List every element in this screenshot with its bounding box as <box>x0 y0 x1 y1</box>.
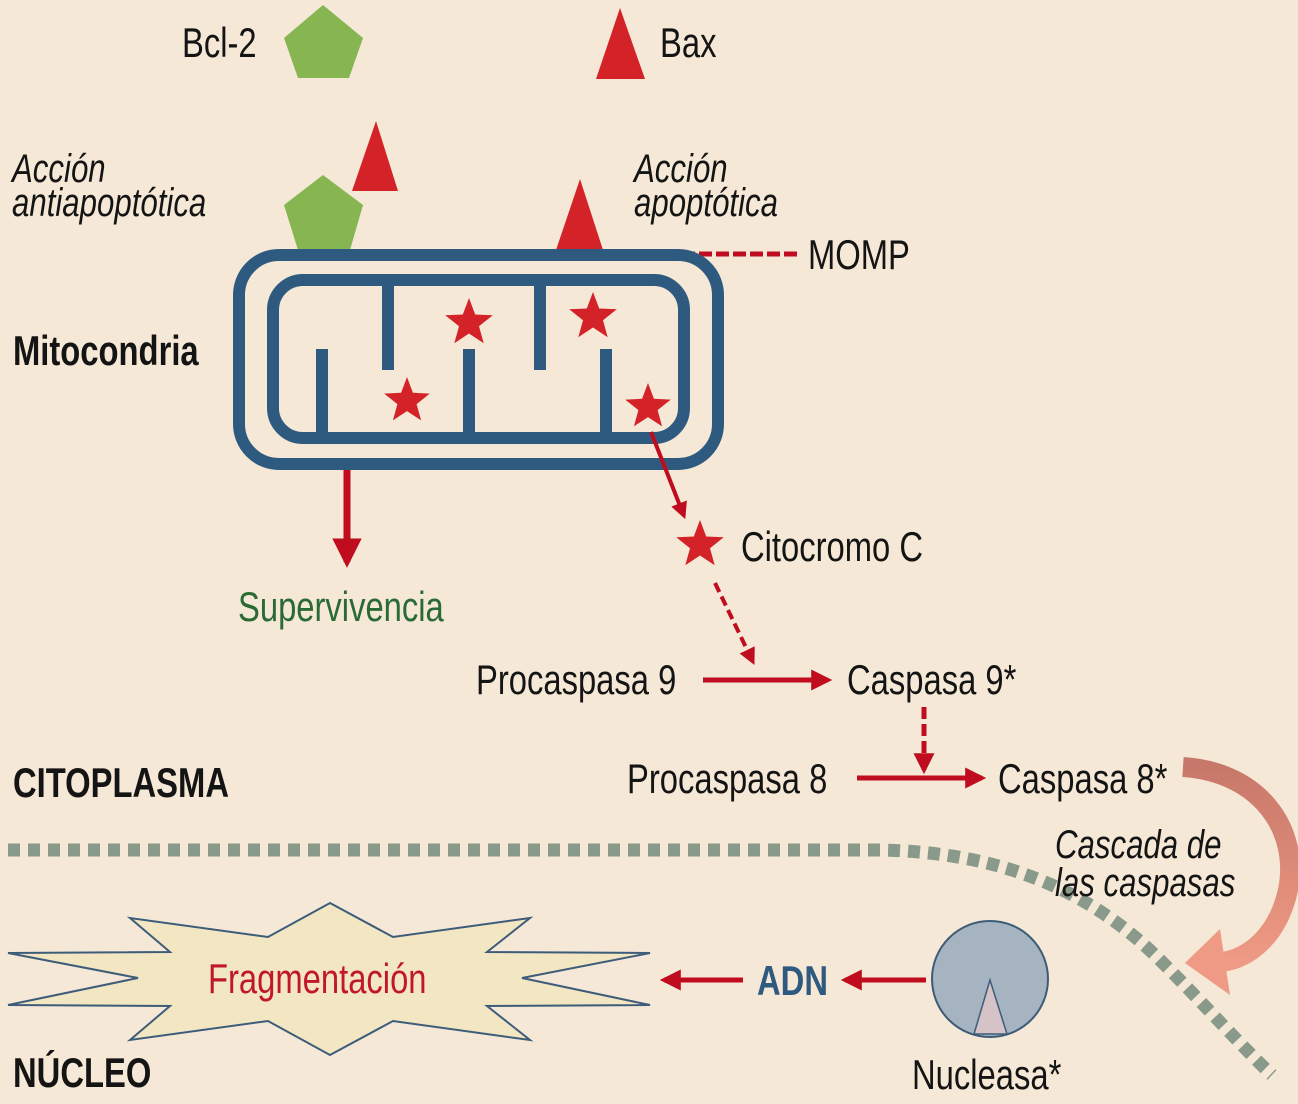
antiapoptotic-line2: antiapoptótica <box>12 181 207 226</box>
bax-bound-triangle-icon <box>352 121 398 191</box>
cytochrome-c-label: Citocromo C <box>741 523 924 570</box>
mitochondrial-cytochrome-star-icon <box>625 383 671 427</box>
bax-membrane-triangle-icon <box>556 179 603 250</box>
dna-label: ADN <box>757 957 828 1004</box>
caspase9-label: Caspasa 9* <box>847 656 1017 703</box>
nucleus-label: NÚCLEO <box>13 1049 152 1096</box>
nuclease-label: Nucleasa* <box>912 1051 1062 1098</box>
mitochondria <box>233 249 724 470</box>
nuclease-icon <box>931 920 1049 1038</box>
outer-membrane <box>233 249 724 470</box>
fragmentation-label: Fragmentación <box>208 955 427 1002</box>
cytochrome-release-arrow <box>649 431 687 520</box>
mitochondrial-cytochrome-star-icon <box>445 298 493 344</box>
caspase8-label: Caspasa 8* <box>998 755 1168 802</box>
procaspase8-label: Procaspasa 8 <box>627 755 828 802</box>
antiapoptotic-action-label: Acción antiapoptótica <box>12 147 207 226</box>
mitochondrial-cytochrome-star-icon <box>569 292 617 338</box>
bcl2-legend-label: Bcl-2 <box>182 19 257 66</box>
caspase-cascade-arrow-icon <box>1182 757 1298 995</box>
mitochondria-label: Mitocondria <box>13 327 199 374</box>
nuclear-membrane-boundary <box>8 843 1277 1080</box>
cascade-line2: las caspasas <box>1055 861 1236 906</box>
cascade-line1: Cascada de <box>1055 823 1222 867</box>
survival-label: Supervivencia <box>238 583 444 630</box>
caspase-cascade-label: Cascada de las caspasas <box>1055 823 1236 906</box>
antiapoptotic-line1: Acción <box>12 147 106 191</box>
cytochrome-to-procaspase9-arrow <box>713 582 755 666</box>
cytochrome-c-star-icon <box>676 520 724 566</box>
bax-legend-label: Bax <box>660 19 717 66</box>
apoptotic-action-label: Acción apoptótica <box>634 147 778 226</box>
cytoplasm-label: CITOPLASMA <box>13 759 229 806</box>
bax-legend-triangle-icon <box>596 8 645 79</box>
bcl2-legend-pentagon-icon <box>284 5 363 78</box>
cytochrome-stars <box>384 292 724 566</box>
apoptotic-line1: Acción <box>634 147 728 191</box>
fragmentation-burst-icon <box>7 901 651 1057</box>
inner-membrane <box>267 274 690 444</box>
mitochondrial-cytochrome-star-icon <box>384 377 430 421</box>
procaspase9-label: Procaspasa 9 <box>476 656 677 703</box>
momp-label: MOMP <box>808 231 910 278</box>
bcl2-bound-pentagon-icon <box>284 175 363 250</box>
apoptotic-line2: apoptótica <box>634 181 778 226</box>
